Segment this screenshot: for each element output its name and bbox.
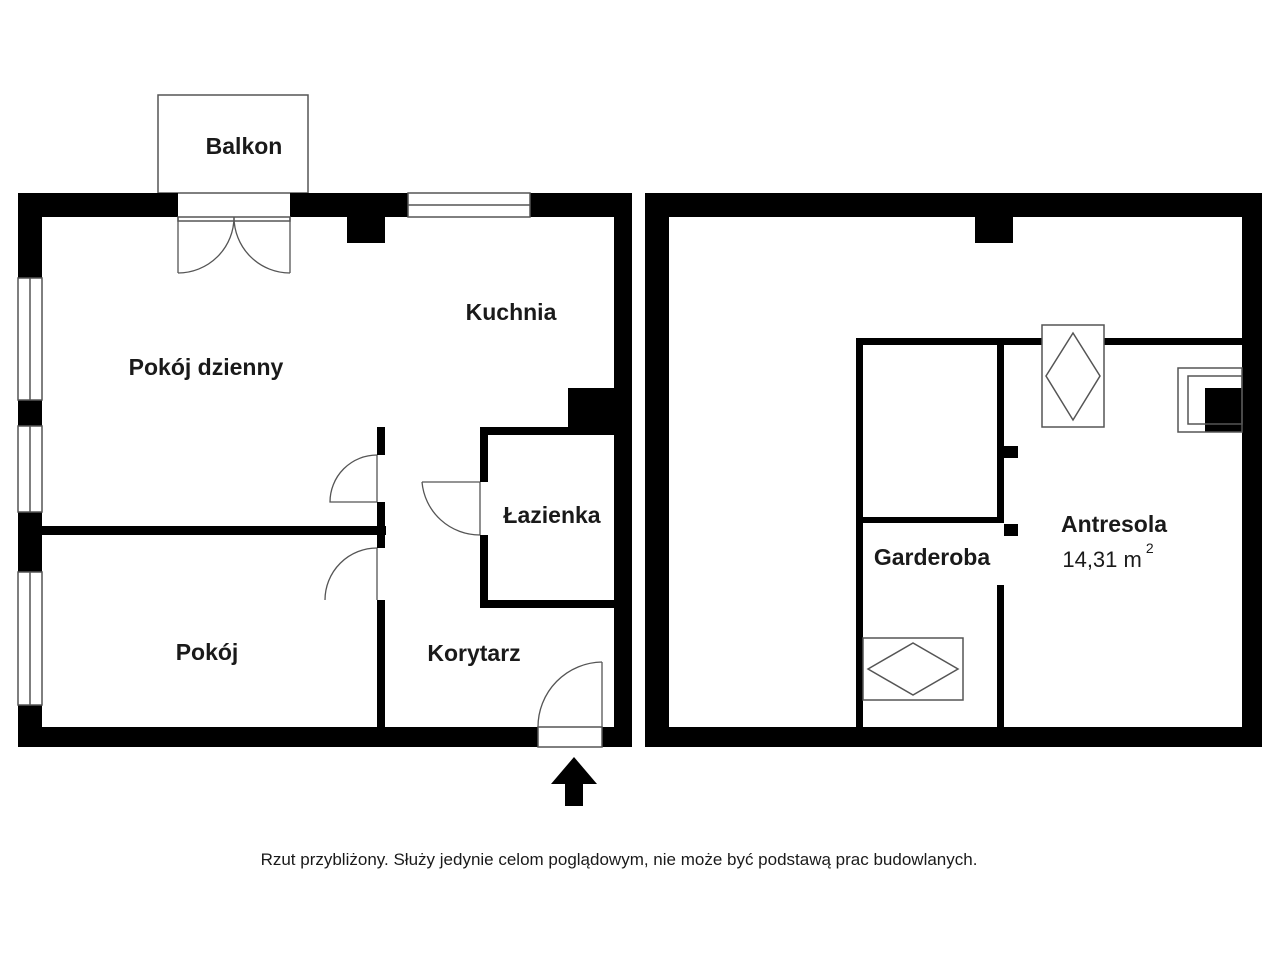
room-label-pokoj: Pokój bbox=[176, 639, 239, 665]
skylight-window bbox=[862, 637, 964, 701]
living-room-door bbox=[329, 454, 378, 503]
bathroom-door bbox=[421, 481, 481, 536]
room-door bbox=[324, 547, 378, 601]
main-floor-walls bbox=[18, 193, 632, 747]
room-label-kuchnia: Kuchnia bbox=[466, 299, 557, 325]
area-superscript: 2 bbox=[1146, 540, 1154, 556]
balcony-double-door bbox=[177, 216, 291, 274]
room-label-garderoba: Garderoba bbox=[874, 544, 991, 570]
room-label-korytarz: Korytarz bbox=[427, 640, 520, 666]
area-value: 14,31 m bbox=[1062, 547, 1142, 572]
disclaimer-text: Rzut przybliżony. Służy jedynie celom po… bbox=[261, 850, 978, 869]
main-floor-windows bbox=[17, 192, 531, 706]
room-label-lazienka: Łazienka bbox=[503, 502, 600, 528]
chimney-inner-outline bbox=[1187, 375, 1243, 425]
room-label-pokoj-dzienny: Pokój dzienny bbox=[129, 354, 284, 380]
mezzanine-walls bbox=[645, 193, 1262, 747]
skylight-window bbox=[1041, 324, 1105, 428]
arrow-up-icon bbox=[551, 757, 597, 806]
room-label-balkon: Balkon bbox=[206, 133, 283, 159]
main-floor-plan: Balkon Kuchnia Pokój dzienny Łazienka Po… bbox=[17, 94, 632, 806]
room-label-antresola: Antresola bbox=[1061, 511, 1167, 537]
balcony-outline bbox=[157, 94, 309, 194]
entrance-door bbox=[537, 661, 603, 748]
